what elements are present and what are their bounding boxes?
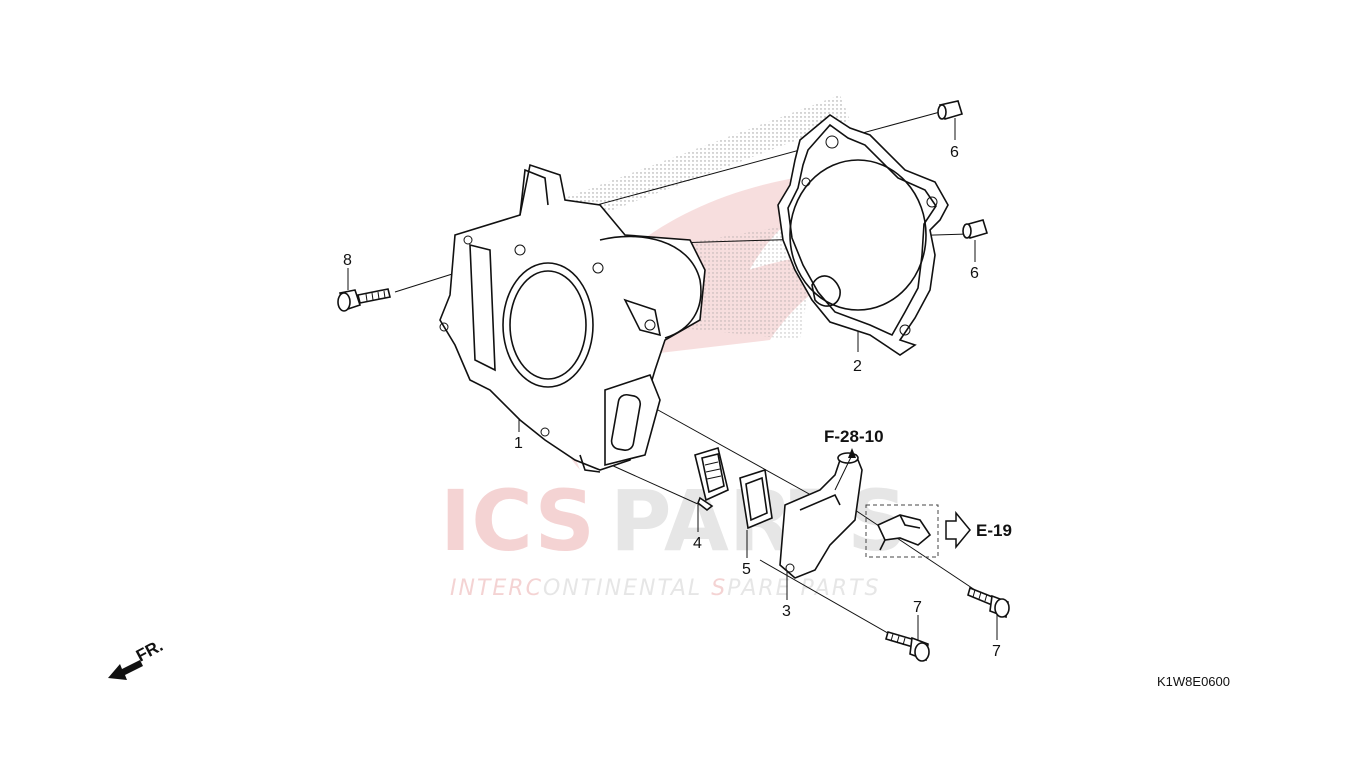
watermark-tagline: INTERCONTINENTAL SPARE PARTS: [450, 576, 880, 601]
callout-5: 5: [742, 561, 751, 578]
bolt-part-8[interactable]: [337, 288, 391, 312]
tagline-pare: PARE PARTS: [727, 576, 880, 601]
f-ref-arrow: [834, 448, 856, 491]
callout-6a: 6: [950, 144, 959, 161]
bolt-part-7b[interactable]: [967, 586, 1010, 619]
filter-part-4[interactable]: [694, 446, 729, 512]
callout-2: 2: [853, 358, 862, 375]
callout-7a: 7: [913, 599, 922, 616]
tagline-inter: INTER: [450, 576, 526, 601]
stipple-shading: [560, 95, 850, 230]
dowel-pin-part-6b[interactable]: [962, 219, 989, 239]
ref-f-28-10[interactable]: F-28-10: [824, 427, 884, 446]
callout-1: 1: [514, 435, 523, 452]
bolt-part-7a[interactable]: [885, 631, 930, 662]
tagline-c: C: [526, 576, 543, 601]
callout-3: 3: [782, 603, 791, 620]
callout-4: 4: [693, 535, 702, 552]
tagline-ontinental: ONTINENTAL: [543, 576, 711, 601]
gasket-part-5[interactable]: [739, 468, 773, 530]
e-ref-arrow: [945, 510, 971, 550]
front-direction-arrow: FR.: [108, 636, 166, 680]
watermark-ics: ICS: [440, 472, 595, 570]
dowel-pin-part-6a[interactable]: [937, 100, 964, 120]
callout-8: 8: [343, 252, 352, 269]
tagline-s: S: [711, 576, 727, 601]
callout-6b: 6: [970, 265, 979, 282]
diagram-code: K1W8E0600: [1157, 674, 1230, 689]
cylinder-part-1[interactable]: [439, 163, 706, 473]
ref-e-19[interactable]: E-19: [976, 521, 1012, 540]
clamp-detail-box[interactable]: [865, 504, 939, 558]
gasket-part-2[interactable]: [777, 114, 949, 356]
callout-7b: 7: [992, 643, 1001, 660]
